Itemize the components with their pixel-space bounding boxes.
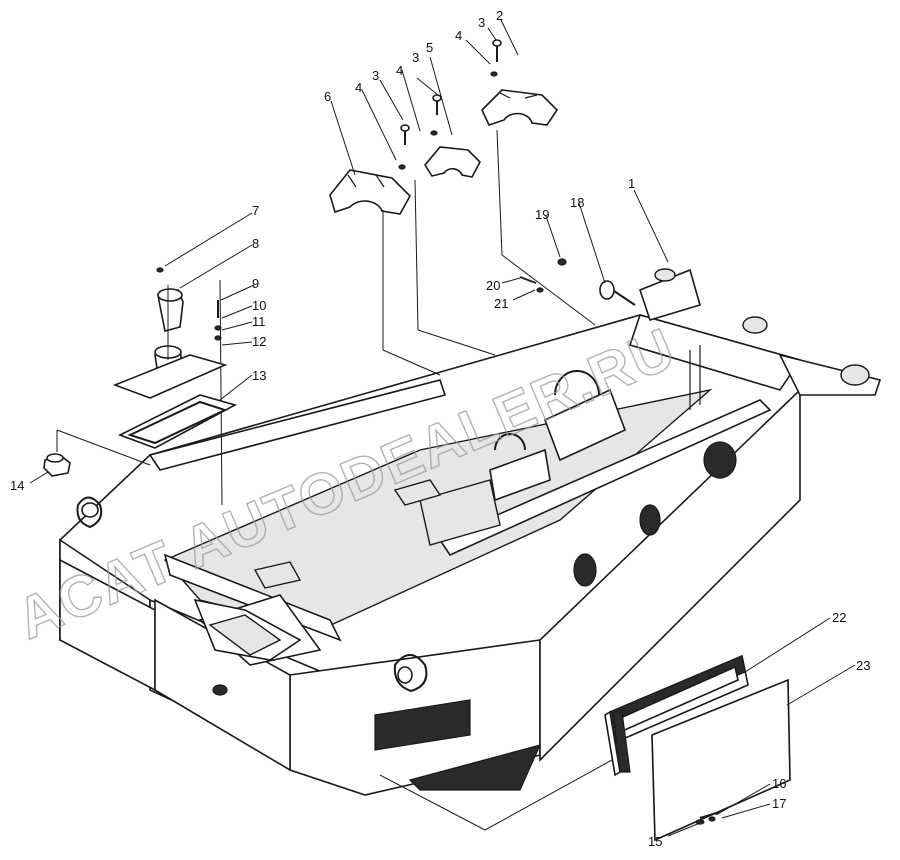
callout-4: 4	[455, 28, 462, 43]
bearing-cap-5	[424, 146, 481, 178]
callout-3: 3	[412, 50, 419, 65]
callout-8: 8	[252, 236, 259, 251]
cover-plate-23	[651, 678, 791, 842]
callout-16: 16	[772, 776, 786, 791]
callout-1: 1	[628, 176, 635, 191]
cover-screws	[695, 811, 721, 825]
callout-21: 21	[494, 296, 508, 311]
callout-2: 2	[496, 8, 503, 23]
callout-3: 3	[372, 68, 379, 83]
callout-13: 13	[252, 368, 266, 383]
callout-4: 4	[355, 80, 362, 95]
callout-12: 12	[252, 334, 266, 349]
callout-9: 9	[252, 276, 259, 291]
main-frame	[59, 268, 882, 796]
callout-5: 5	[426, 40, 433, 55]
leader-lines	[29, 19, 856, 837]
callout-22: 22	[832, 610, 846, 625]
filler-assembly	[112, 267, 238, 449]
callout-6: 6	[324, 89, 331, 104]
callout-15: 15	[648, 834, 662, 849]
callout-7: 7	[252, 203, 259, 218]
callout-23: 23	[856, 658, 870, 673]
callout-20: 20	[486, 278, 500, 293]
callout-18: 18	[570, 195, 584, 210]
callout-17: 17	[772, 796, 786, 811]
callout-labels: 1 2 3 3 3 4 4 4 5 6 7 8 9 10 11 12 13 14…	[10, 8, 870, 849]
callout-14: 14	[10, 478, 24, 493]
callout-19: 19	[535, 207, 549, 222]
gasket-22	[604, 654, 749, 777]
plug-14	[43, 453, 71, 477]
callout-3: 3	[478, 15, 485, 30]
callout-4: 4	[396, 63, 403, 78]
callout-11: 11	[252, 314, 266, 329]
bearing-cap-2	[481, 89, 559, 126]
assembly-lines	[56, 129, 596, 506]
bolts-and-washers	[398, 39, 502, 170]
callout-10: 10	[252, 298, 266, 313]
bearing-cap-6	[329, 169, 411, 215]
